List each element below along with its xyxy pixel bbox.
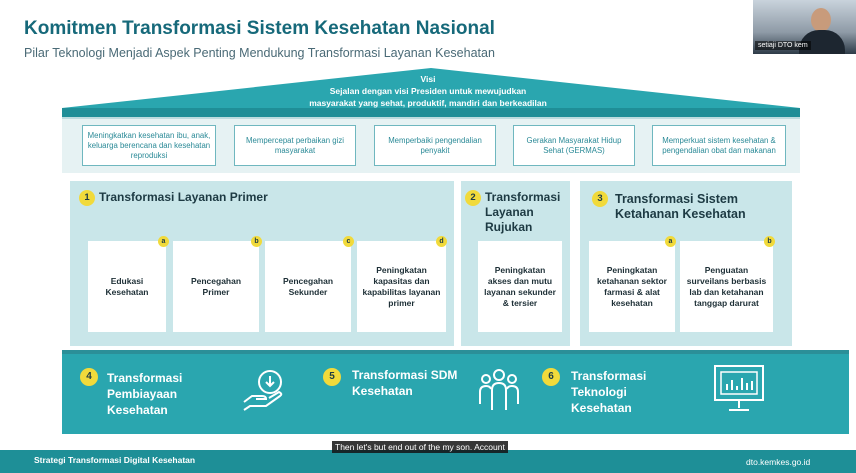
card-penguatan-surveilans: Penguatan surveilans berbasis lab dan ke… bbox=[680, 241, 773, 332]
mission-item-5: Memperkuat sistem kesehatan & pengendali… bbox=[652, 125, 786, 166]
vision-line-1: Sejalan dengan visi Presiden untuk mewuj… bbox=[329, 86, 527, 96]
live-caption: Then let's but end out of the my son. Ac… bbox=[332, 441, 508, 453]
monitor-chart-icon bbox=[714, 365, 764, 411]
participant-name: setiaji DTO kem bbox=[755, 41, 811, 50]
roof-shape bbox=[62, 68, 800, 117]
card-pencegahan-sekunder: Pencegahan Sekunder bbox=[265, 241, 351, 332]
badge-a: a bbox=[665, 236, 676, 247]
badge-d: d bbox=[436, 236, 447, 247]
hand-coin-icon bbox=[243, 370, 283, 411]
base-title-6: Transformasi Teknologi Kesehatan bbox=[571, 369, 647, 415]
base-title-5: Transformasi SDM Kesehatan bbox=[352, 368, 458, 398]
badge-b: b bbox=[251, 236, 262, 247]
slide-subtitle: Pilar Teknologi Menjadi Aspek Penting Me… bbox=[24, 46, 495, 60]
vision-line-2: masyarakat yang sehat, produktif, mandir… bbox=[309, 98, 547, 108]
base-number-4: 4 bbox=[80, 368, 98, 386]
vision-block: Visi Sejalan dengan visi Presiden untuk … bbox=[0, 73, 856, 109]
footer-url: dto.kemkes.go.id bbox=[746, 457, 811, 467]
mission-item-1: Meningkatkan kesehatan ibu, anak, keluar… bbox=[82, 125, 216, 166]
foundation-band bbox=[62, 350, 849, 434]
card-akses-mutu-layanan: Peningkatan akses dan mutu layanan sekun… bbox=[478, 241, 562, 332]
badge-a: a bbox=[158, 236, 169, 247]
base-title-4: Transformasi Pembiayaan Kesehatan bbox=[107, 371, 183, 417]
zoom-watermark: zoom bbox=[740, 428, 800, 452]
foundation-top-edge bbox=[62, 350, 849, 354]
card-peningkatan-kapasitas: Peningkatan kapasitas dan kapabilitas la… bbox=[357, 241, 446, 332]
mission-item-3: Memperbaiki pengendalian penyakit bbox=[374, 125, 496, 166]
base-number-6: 6 bbox=[542, 368, 560, 386]
pillar-title-1: Transformasi Layanan Primer bbox=[99, 190, 268, 204]
participant-video[interactable]: setiaji DTO kem bbox=[753, 0, 856, 54]
people-group-icon bbox=[479, 369, 519, 410]
mission-item-4: Gerakan Masyarakat Hidup Sehat (GERMAS) bbox=[513, 125, 635, 166]
pillar-number-2: 2 bbox=[465, 190, 481, 206]
pillar-number-3: 3 bbox=[592, 191, 608, 207]
badge-c: c bbox=[343, 236, 354, 247]
footer-title: Strategi Transformasi Digital Kesehatan bbox=[34, 455, 196, 465]
pillar-number-1: 1 bbox=[79, 190, 95, 206]
footer-bar bbox=[0, 450, 856, 473]
mission-item-2: Mempercepat perbaikan gizi masyarakat bbox=[234, 125, 356, 166]
pillar-title-3: Transformasi Sistem Ketahanan Kesehatan bbox=[615, 192, 746, 221]
base-number-5: 5 bbox=[323, 368, 341, 386]
slide-title: Komitmen Transformasi Sistem Kesehatan N… bbox=[24, 18, 495, 39]
card-edukasi-kesehatan: Edukasi Kesehatan bbox=[88, 241, 166, 332]
card-ketahanan-farmasi: Peningkatan ketahanan sektor farmasi & a… bbox=[589, 241, 675, 332]
badge-b: b bbox=[764, 236, 775, 247]
vision-label: Visi bbox=[420, 74, 436, 84]
participant-head bbox=[811, 8, 831, 32]
pillar-title-2: Transformasi Layanan Rujukan bbox=[485, 190, 561, 234]
card-pencegahan-primer: Pencegahan Primer bbox=[173, 241, 259, 332]
house-roof bbox=[62, 68, 800, 117]
